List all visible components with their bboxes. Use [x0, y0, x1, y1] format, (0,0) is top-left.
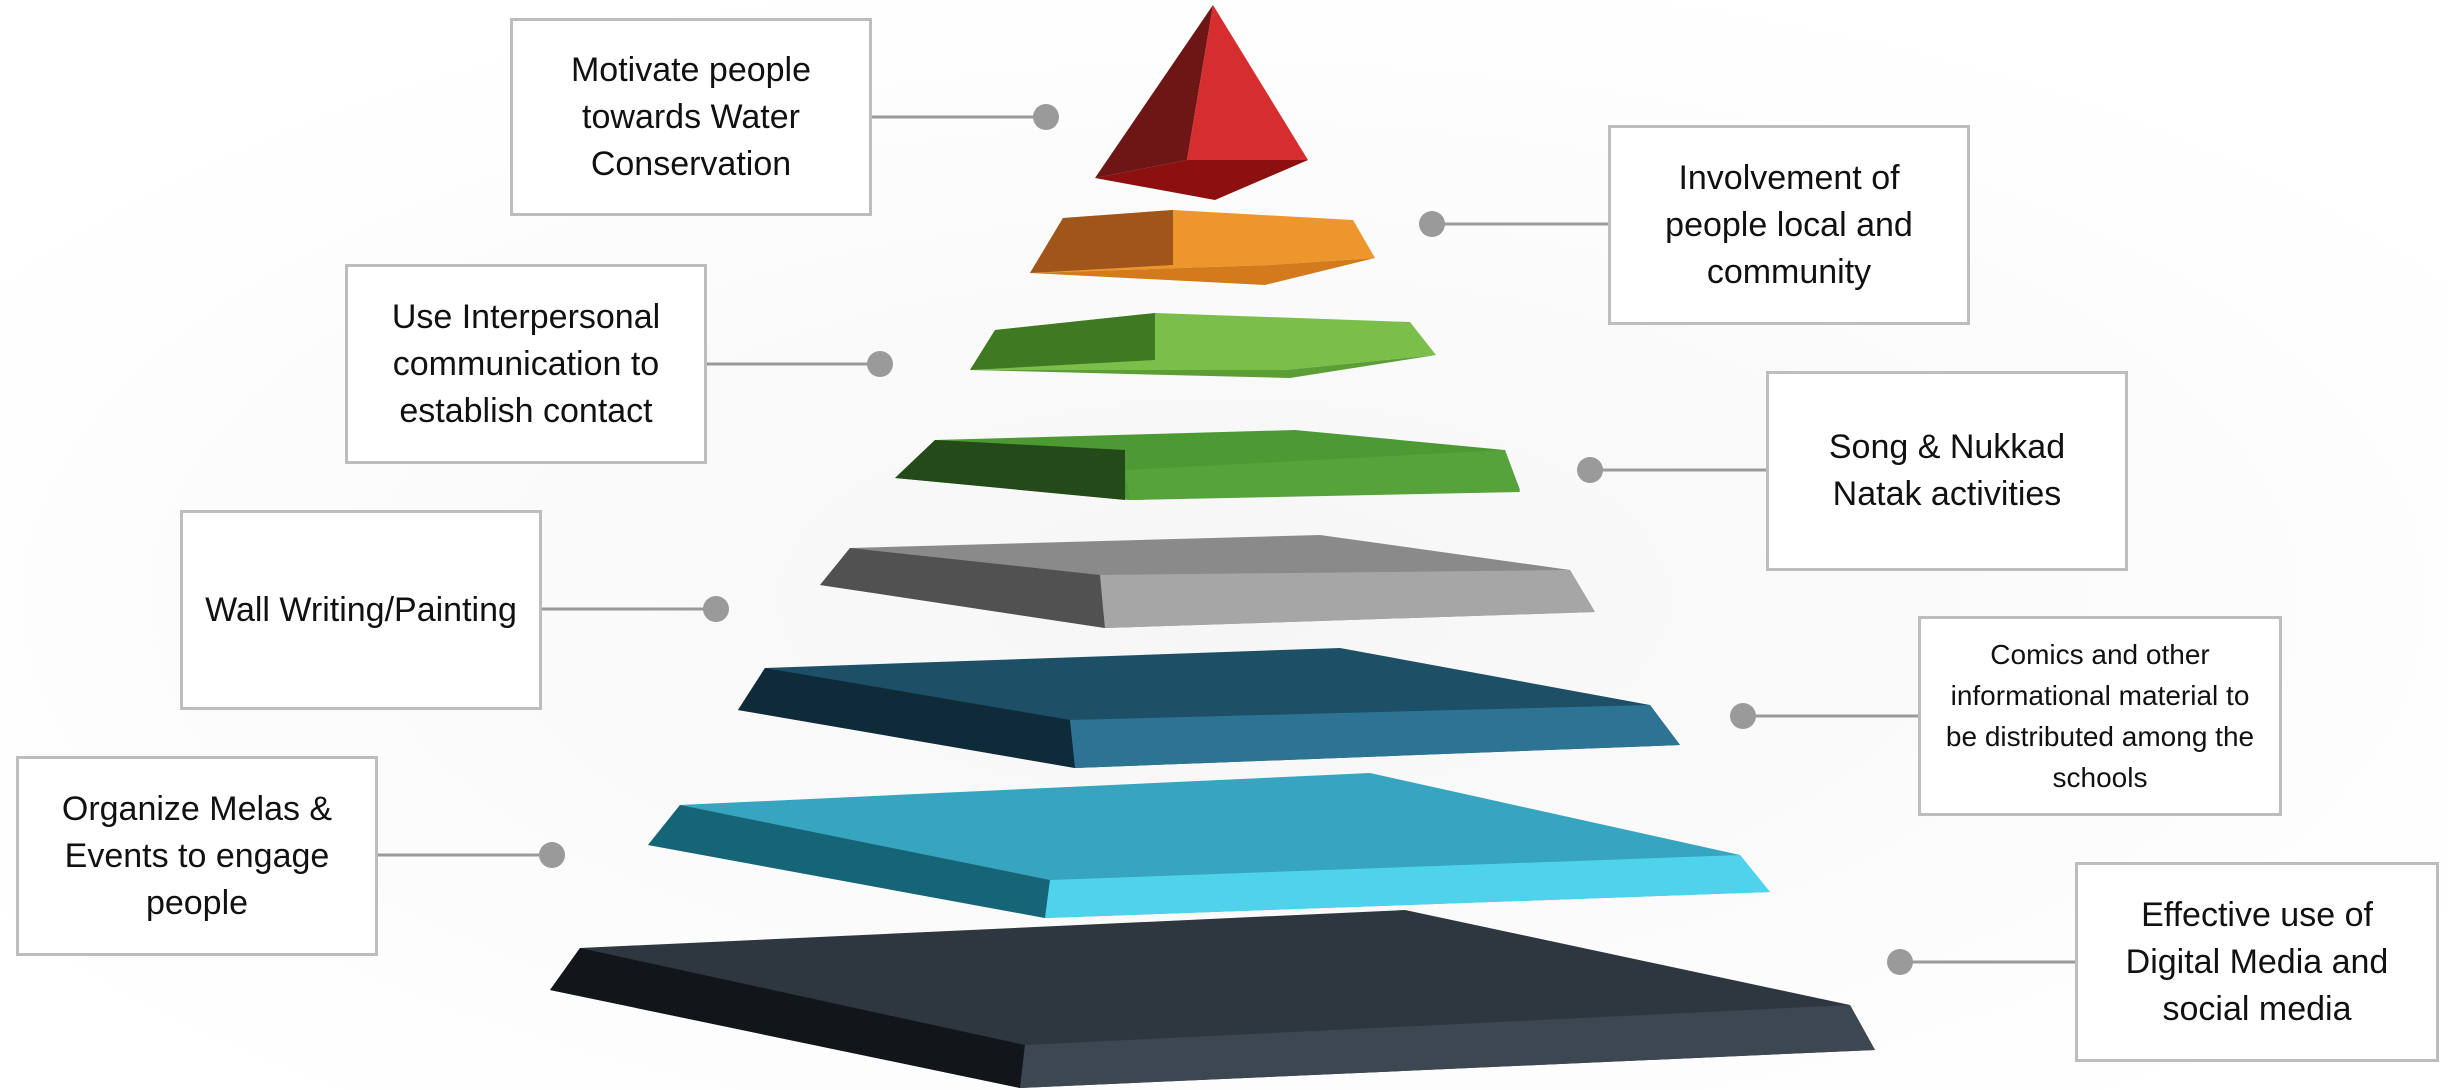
label-box-level-3: Song & Nukkad Natak activities [1766, 371, 2128, 571]
level-5-front [1070, 705, 1680, 768]
level-7-left-face [550, 948, 1025, 1088]
level-1-left-face [1030, 210, 1173, 273]
level-3-left-face [895, 440, 1125, 500]
label-text-level-1: Involvement of people local and communit… [1665, 158, 1913, 291]
level-7-front [1020, 1005, 1875, 1088]
level-4-left-face [820, 548, 1105, 628]
level-2-left-face [970, 313, 1155, 370]
label-text-level-3: Song & Nukkad Natak activities [1828, 428, 2066, 513]
apex-right-face [1187, 5, 1308, 160]
connector-dot-level-3 [1577, 457, 1603, 483]
level-3-front [1125, 450, 1520, 500]
level-2-front [970, 355, 1436, 378]
label-box-level-5: Comics and other informational material … [1918, 616, 2282, 816]
label-text-level-7: Effective use of Digital Media and socia… [2125, 895, 2389, 1028]
label-text-level-6: Organize Melas & Events to engage people [61, 789, 333, 922]
label-box-level-4: Wall Writing/Painting [180, 510, 542, 710]
connectors [376, 115, 2077, 964]
pyramid-level-7 [550, 910, 1875, 1088]
label-text-level-5: Comics and other informational material … [1945, 639, 2255, 793]
level-6-front [1045, 855, 1770, 918]
connector-dot-level-2 [867, 351, 893, 377]
label-text-apex: Motivate people towards Water Conservati… [570, 50, 812, 183]
connector-dot-level-4 [703, 596, 729, 622]
level-4-front [1100, 570, 1595, 628]
pyramid-level-6 [648, 773, 1770, 918]
pyramid-apex [1095, 5, 1308, 200]
label-box-level-1: Involvement of people local and communit… [1608, 125, 1970, 325]
label-text-level-4: Wall Writing/Painting [205, 590, 517, 629]
apex-bottom-face [1095, 160, 1308, 200]
label-box-apex: Motivate people towards Water Conservati… [510, 18, 872, 216]
label-box-level-6: Organize Melas & Events to engage people [16, 756, 378, 956]
level-5-left-face [738, 668, 1075, 768]
pyramid-level-2 [970, 313, 1436, 378]
pyramid-level-5 [738, 648, 1680, 768]
connector-dot-level-6 [539, 842, 565, 868]
connector-dot-level-1 [1419, 211, 1445, 237]
connector-dots [539, 104, 1913, 975]
connector-dot-level-7 [1887, 949, 1913, 975]
pyramid-level-4 [820, 535, 1595, 628]
label-box-level-7: Effective use of Digital Media and socia… [2075, 862, 2439, 1062]
connector-dot-level-5 [1730, 703, 1756, 729]
pyramid-level-1 [1030, 210, 1375, 285]
connector-dot-apex [1033, 104, 1059, 130]
pyramid-level-3 [895, 430, 1520, 500]
level-6-left-face [648, 805, 1050, 918]
apex-left-face [1095, 5, 1213, 178]
label-text-level-2: Use Interpersonal communication to estab… [391, 297, 661, 430]
level-1-front [1030, 258, 1375, 285]
label-box-level-2: Use Interpersonal communication to estab… [345, 264, 707, 464]
